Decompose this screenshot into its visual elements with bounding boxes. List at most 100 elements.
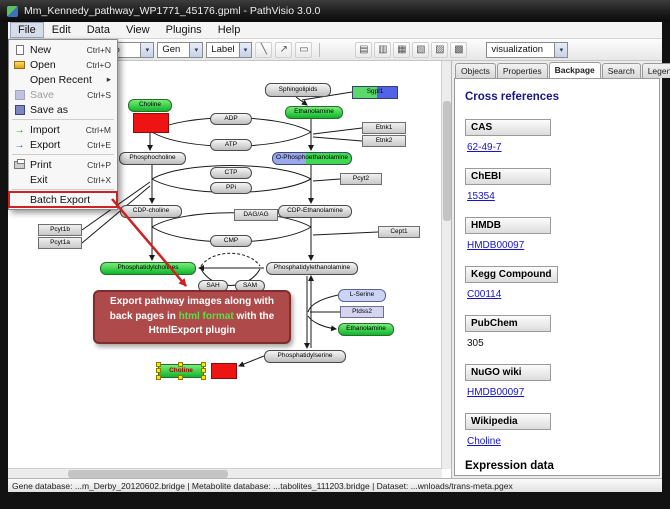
xref-header: Kegg Compound <box>465 266 558 283</box>
pathway-edge[interactable] <box>312 127 363 135</box>
pathway-node-ppi[interactable]: PPi <box>210 182 252 194</box>
pathway-edge[interactable] <box>200 252 261 267</box>
pathway-node-phosphatidylethanolamine[interactable]: Phosphatidylethanolamine <box>266 262 358 275</box>
pathway-node-pcyt2[interactable]: Pcyt2 <box>340 173 382 185</box>
pathway-node-cmp[interactable]: CMP <box>210 235 252 247</box>
align-tool-icon-2[interactable]: ▥ <box>374 41 392 58</box>
tab-search[interactable]: Search <box>601 63 641 78</box>
selection-handle[interactable] <box>156 375 161 380</box>
pathway-edge[interactable] <box>200 268 261 286</box>
menu-item-label: Open <box>30 58 56 71</box>
window-bottom-frame <box>0 492 670 509</box>
pathway-edge[interactable] <box>312 231 379 236</box>
pathway-node-o-phosphoethanolamine[interactable]: O-Phosphoethanolamine <box>272 152 352 165</box>
pathway-node-adp[interactable]: ADP <box>210 113 252 125</box>
xref-link[interactable]: C00114 <box>467 289 502 300</box>
pathway-node-phosphocholine[interactable]: Phosphocholine <box>119 152 186 165</box>
pathway-node-atp[interactable]: ATP <box>210 139 252 151</box>
align-tool-icon-4[interactable]: ▧ <box>412 41 430 58</box>
xref-link[interactable]: HMDB00097 <box>467 387 525 398</box>
pathway-node-dag-ag[interactable]: DAG/AG <box>234 209 278 221</box>
pathway-node-etnk1[interactable]: Etnk1 <box>362 122 406 134</box>
pathway-node-choline[interactable]: Choline <box>128 99 172 112</box>
pathway-node-pcyt1a[interactable]: Pcyt1a <box>38 237 82 249</box>
xref-link[interactable]: Choline <box>467 436 501 447</box>
pathway-edge[interactable] <box>307 315 337 332</box>
align-tool-icon-1[interactable]: ▤ <box>355 41 373 58</box>
selection-handle[interactable] <box>201 368 206 373</box>
menu-edit[interactable]: Edit <box>51 24 71 36</box>
file-menu-item-save-as[interactable]: Save as <box>9 102 117 117</box>
selection-handle[interactable] <box>201 362 206 367</box>
pathway-node-phosphatidylserine[interactable]: Phosphatidylserine <box>264 350 346 363</box>
xref-link[interactable]: 62-49-7 <box>467 142 502 153</box>
pathway-node-choline[interactable]: Choline <box>156 362 206 380</box>
xref-link[interactable]: HMDB00097 <box>467 240 525 251</box>
arrow-tool-button[interactable]: ↗ <box>275 41 293 58</box>
selection-handle[interactable] <box>201 375 206 380</box>
vscrollbar-thumb[interactable] <box>443 101 451 221</box>
pathway-edge[interactable] <box>295 96 308 106</box>
menu-shortcut: Ctrl+N <box>86 44 111 55</box>
label-combobox[interactable]: Label ▾ <box>206 41 253 58</box>
canvas-hscrollbar[interactable] <box>8 468 442 478</box>
hscrollbar-thumb[interactable] <box>68 470 228 478</box>
menu-view[interactable]: View <box>125 24 150 36</box>
menu-file[interactable]: File <box>10 22 44 38</box>
file-menu-item-batch-export[interactable]: Batch Export <box>8 191 118 208</box>
pathway-edge[interactable] <box>307 294 339 313</box>
pathway-edge[interactable] <box>238 355 265 367</box>
shapes-tool-button[interactable]: ▭ <box>295 41 313 58</box>
pathway-node-cdp-choline[interactable]: CDP-choline <box>120 205 182 218</box>
pathway-node-l-serine[interactable]: L-Serine <box>338 289 386 302</box>
pathway-node-sphingolipids[interactable]: Sphingolipids <box>265 83 331 97</box>
pathway-node-expression-box[interactable] <box>211 363 237 379</box>
pathway-node-ptdss2[interactable]: Ptdss2 <box>340 306 384 318</box>
pathway-node-ctp[interactable]: CTP <box>210 167 252 179</box>
pathway-node-etnk2[interactable]: Etnk2 <box>362 135 406 147</box>
align-tool-icon-5[interactable]: ▨ <box>431 41 449 58</box>
pathway-node-ethanolamine[interactable]: Ethanolamine <box>285 106 343 119</box>
menu-data[interactable]: Data <box>86 24 110 36</box>
visualization-combobox[interactable]: visualization ▾ <box>486 41 569 58</box>
tab-backpage[interactable]: Backpage <box>548 62 601 78</box>
menu-plugins[interactable]: Plugins <box>165 24 202 36</box>
pathway-node-ethanolamine[interactable]: Ethanolamine <box>338 323 394 336</box>
tab-properties[interactable]: Properties <box>496 63 548 78</box>
datanode-combobox[interactable]: Gen ▾ <box>157 41 204 58</box>
selection-handle[interactable] <box>156 368 161 373</box>
selection-handle[interactable] <box>178 362 183 367</box>
tab-legend[interactable]: Legend <box>641 63 670 78</box>
xref-header: HMDB <box>465 217 551 234</box>
pathway-node-cept1[interactable]: Cept1 <box>378 226 420 238</box>
pathway-edge[interactable] <box>151 165 312 180</box>
pathway-node-cdp-ethanolamine[interactable]: CDP-Ethanolamine <box>278 205 352 218</box>
pathway-edge[interactable] <box>312 178 341 182</box>
pathway-edge[interactable] <box>312 136 363 142</box>
menu-help[interactable]: Help <box>217 24 241 36</box>
xref-link[interactable]: 15354 <box>467 191 495 202</box>
pathway-node-sgpl1[interactable]: Sgpl1 <box>352 86 398 99</box>
pathway-node-pcyt1b[interactable]: Pcyt1b <box>38 224 82 236</box>
line-tool-button[interactable]: ╲ <box>255 41 273 58</box>
canvas-vscrollbar[interactable] <box>441 61 451 469</box>
selection-handle[interactable] <box>156 362 161 367</box>
pathway-node-phosphatidylcholines[interactable]: Phosphatidylcholines <box>100 262 196 275</box>
selection-handle[interactable] <box>178 375 183 380</box>
align-tool-icon-6[interactable]: ▩ <box>450 41 468 58</box>
file-menu-item-open-recent[interactable]: Open Recent▸ <box>9 72 117 87</box>
tab-objects[interactable]: Objects <box>455 63 496 78</box>
pathway-node-expression-box[interactable] <box>133 113 169 133</box>
visualization-value: visualization <box>491 44 544 55</box>
align-tool-icon-3[interactable]: ▦ <box>393 41 411 58</box>
